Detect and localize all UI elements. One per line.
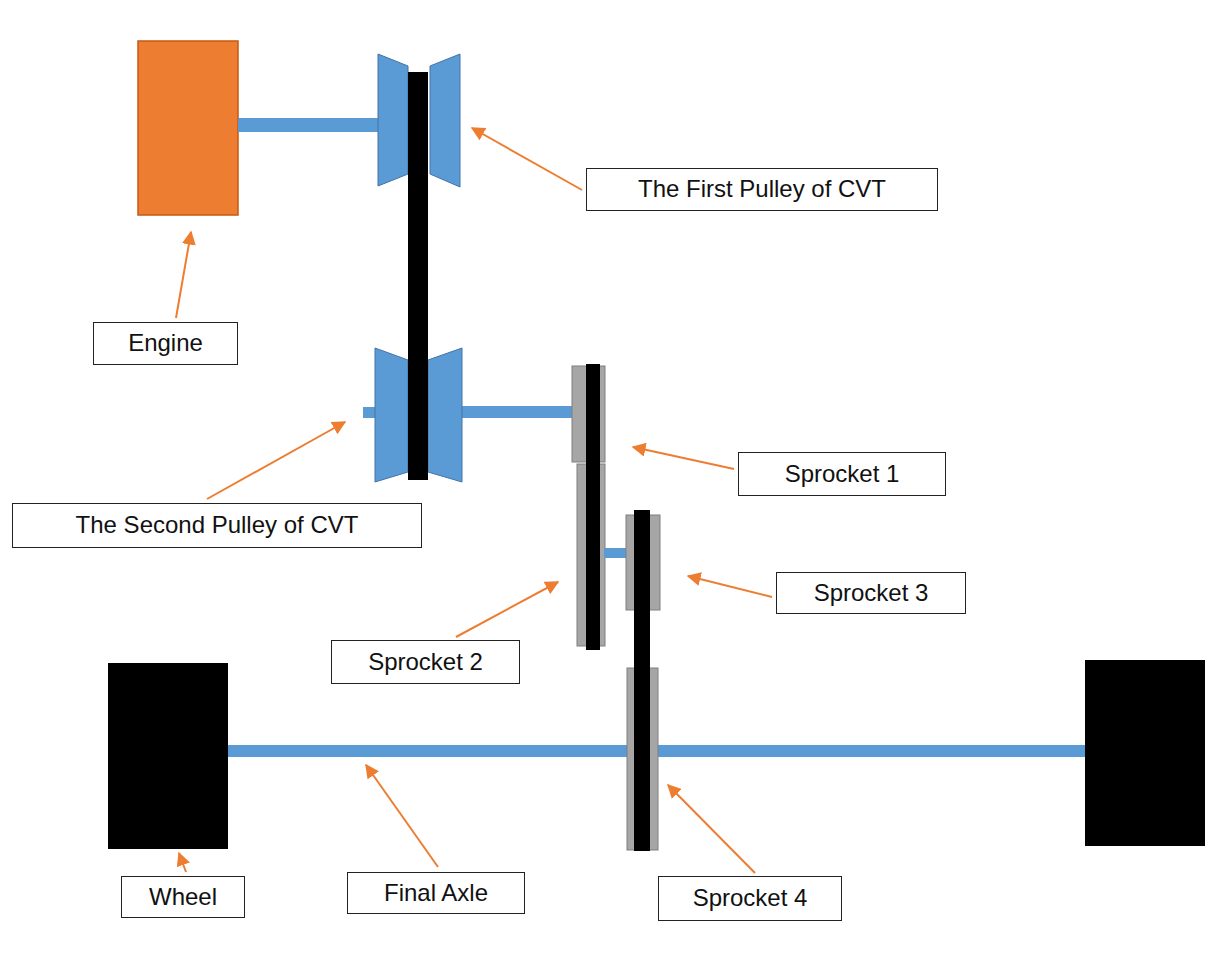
- label-box: The Second Pulley of CVT: [12, 503, 422, 548]
- part-label: Sprocket 4: [693, 885, 808, 911]
- engine-shaft: [238, 118, 380, 132]
- leader-arrow: [456, 582, 558, 637]
- label-box: Wheel: [121, 876, 245, 918]
- chain: [586, 364, 600, 650]
- label-box: Sprocket 2: [331, 640, 520, 684]
- part-label: Final Axle: [384, 880, 488, 906]
- label-box: Sprocket 4: [658, 876, 842, 921]
- leader-arrow: [366, 765, 438, 867]
- part-label: Engine: [128, 330, 203, 356]
- pulley-half: [378, 54, 408, 186]
- part-label: Sprocket 2: [368, 649, 483, 675]
- leader-arrow: [633, 447, 734, 469]
- cvt-belt: [408, 72, 428, 480]
- leader-arrow: [472, 128, 582, 190]
- leader-arrow: [179, 853, 186, 872]
- leader-arrow: [668, 785, 755, 873]
- pulley-half: [375, 348, 408, 482]
- wheel: [1085, 660, 1205, 846]
- countershaft: [604, 548, 628, 558]
- part-label: The First Pulley of CVT: [638, 176, 886, 202]
- part-label: Sprocket 3: [814, 580, 929, 606]
- label-box: Engine: [93, 322, 238, 365]
- part-label: The Second Pulley of CVT: [76, 512, 359, 538]
- pulley-shaft: [460, 406, 574, 418]
- part-label: Wheel: [149, 884, 217, 910]
- label-box: Final Axle: [347, 872, 525, 914]
- label-box: Sprocket 3: [776, 572, 966, 614]
- leader-arrow: [176, 232, 191, 318]
- leader-arrow: [688, 576, 772, 597]
- leader-arrow: [207, 422, 345, 499]
- part-label: Sprocket 1: [785, 461, 900, 487]
- chain: [634, 510, 650, 851]
- pulley-half: [428, 348, 462, 482]
- label-box: The First Pulley of CVT: [586, 168, 938, 211]
- wheel: [108, 663, 228, 849]
- engine-block: [138, 41, 238, 215]
- leader-lines: [176, 128, 772, 873]
- pulley-half: [430, 54, 460, 187]
- label-box: Sprocket 1: [738, 452, 946, 496]
